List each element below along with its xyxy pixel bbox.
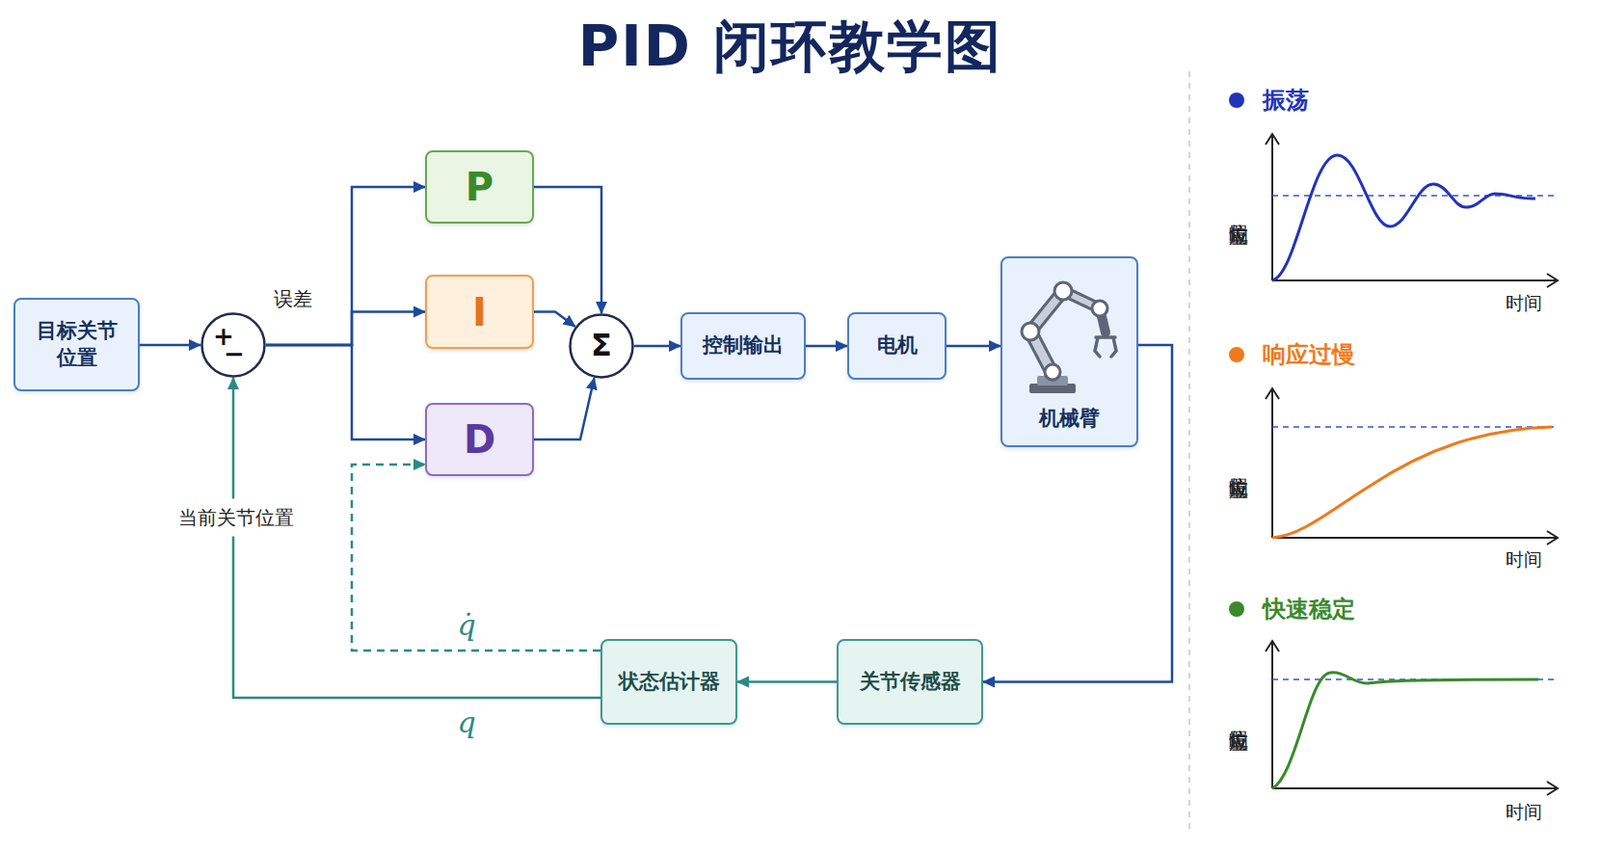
i-block: I (425, 274, 534, 349)
dashed-connector (351, 464, 601, 651)
sum-node: Σ (568, 313, 635, 379)
node-text: P (465, 161, 494, 213)
chart-slow (1228, 346, 1558, 545)
node-text: Σ (590, 325, 613, 367)
connector (533, 186, 602, 314)
summing-junction: +− (200, 312, 267, 378)
connector (266, 312, 426, 347)
estimator-box: 状态估计器 (600, 639, 738, 725)
node-text: 电机 (877, 332, 918, 359)
p-block: P (425, 150, 534, 224)
node-text: 状态估计器 (618, 668, 720, 695)
node-text: 目标关节位置 (34, 318, 119, 372)
axis-label: 位置响应 (1226, 714, 1254, 719)
node-text: 机械臂 (1039, 405, 1100, 432)
chart-fast (1228, 601, 1558, 796)
chart-title: 响应过慢 (1262, 339, 1356, 371)
axis-label: 时间 (1505, 291, 1543, 317)
connector (634, 345, 681, 348)
axis-label: 位置响应 (1226, 208, 1254, 213)
edge-label: 当前关节位置 (174, 499, 298, 537)
chart-title: 快速稳定 (1262, 593, 1356, 625)
signal-name: q (456, 705, 476, 740)
connector (533, 377, 595, 440)
d-block: D (425, 402, 534, 477)
sensor-box: 关节传感器 (836, 639, 984, 725)
axis-label: 时间 (1505, 547, 1543, 573)
node-text: I (472, 287, 487, 338)
divider-line (1188, 71, 1191, 832)
robot-arm-illustration (1021, 282, 1117, 394)
connector (139, 344, 201, 347)
chart-oscillation (1228, 92, 1558, 288)
connector (737, 680, 837, 684)
connector (233, 377, 601, 698)
chart-title: 振荡 (1262, 84, 1309, 116)
edge-label: q̇ (456, 608, 476, 642)
axis-label: 位置响应 (1226, 461, 1254, 466)
node-text: − (223, 341, 245, 367)
connector (533, 312, 576, 327)
node-text: D (463, 414, 496, 465)
plant-box: 机械臂 (1000, 256, 1139, 448)
edge-label: 误差 (273, 286, 313, 313)
connector (266, 186, 426, 346)
axis-label: 时间 (1505, 800, 1543, 826)
connector (946, 345, 1001, 348)
process-box: 控制输出 (680, 312, 806, 380)
input-box: 目标关节位置 (13, 297, 140, 392)
node-text: 关节传感器 (859, 668, 961, 695)
process-box: 电机 (847, 312, 947, 380)
node-text: 控制输出 (702, 332, 784, 359)
title: PID 闭环教学图 (0, 9, 1581, 85)
connector (266, 345, 426, 440)
connector (805, 345, 848, 348)
